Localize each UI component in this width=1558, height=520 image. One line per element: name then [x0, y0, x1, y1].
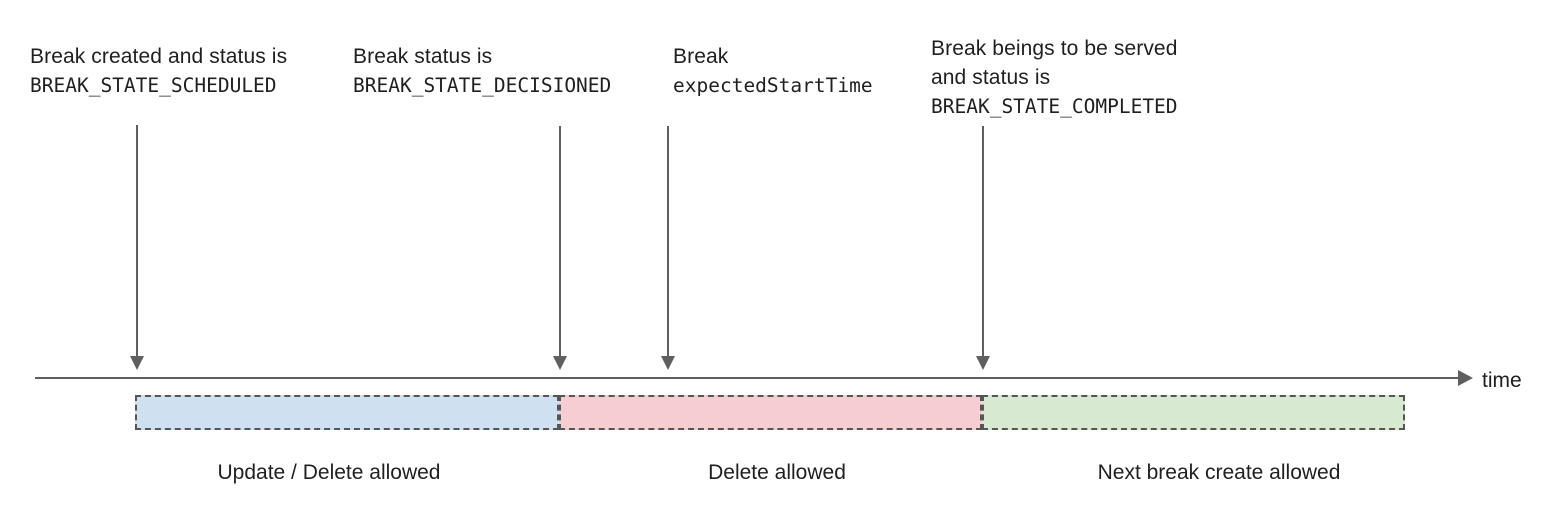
phase-bar-next-break-create-allowed — [982, 395, 1405, 430]
phase-caption-delete-allowed: Delete allowed — [708, 461, 846, 484]
annotation-scheduled-code: BREAK_STATE_SCHEDULED — [30, 74, 277, 97]
annotation-break-completed: Break beings to be served and status is … — [931, 34, 1178, 121]
arrow-head — [661, 356, 675, 370]
arrow-down-decisioned-icon — [553, 126, 568, 370]
annotation-completed-code: BREAK_STATE_COMPLETED — [931, 95, 1178, 118]
annotation-decisioned-prose: Break status is — [353, 45, 493, 68]
arrow-down-expected-start-time-icon — [661, 126, 676, 370]
annotation-break-decisioned: Break status is BREAK_STATE_DECISIONED — [353, 42, 611, 100]
time-axis-arrow-icon — [1458, 370, 1473, 386]
phase-caption-update-delete-allowed: Update / Delete allowed — [217, 461, 441, 484]
arrow-shaft — [136, 125, 138, 357]
time-axis-label: time — [1482, 369, 1522, 392]
phase-bar-delete-allowed — [559, 395, 982, 430]
arrow-shaft — [667, 126, 669, 357]
arrow-head — [553, 356, 567, 370]
annotation-expected-start-time-prose: Break — [673, 45, 729, 68]
time-axis-line — [35, 377, 1460, 379]
annotation-break-scheduled: Break created and status is BREAK_STATE_… — [30, 42, 287, 100]
annotation-expected-start-time: Break expectedStartTime — [673, 42, 873, 100]
arrow-shaft — [982, 126, 984, 357]
annotation-decisioned-code: BREAK_STATE_DECISIONED — [353, 74, 612, 97]
arrow-head — [976, 356, 990, 370]
phase-bar-update-delete-allowed — [135, 395, 559, 430]
annotation-scheduled-prose: Break created and status is — [30, 45, 288, 68]
arrow-down-scheduled-icon — [130, 125, 145, 370]
arrow-shaft — [559, 126, 561, 357]
arrow-head — [130, 356, 144, 370]
annotation-completed-prose-line1: Break beings to be served — [931, 37, 1178, 60]
annotation-completed-prose-line2: and status is — [931, 66, 1051, 89]
phase-caption-next-break-create-allowed: Next break create allowed — [1097, 461, 1341, 484]
annotation-expected-start-time-code: expectedStartTime — [673, 74, 873, 97]
arrow-down-completed-icon — [976, 126, 991, 370]
